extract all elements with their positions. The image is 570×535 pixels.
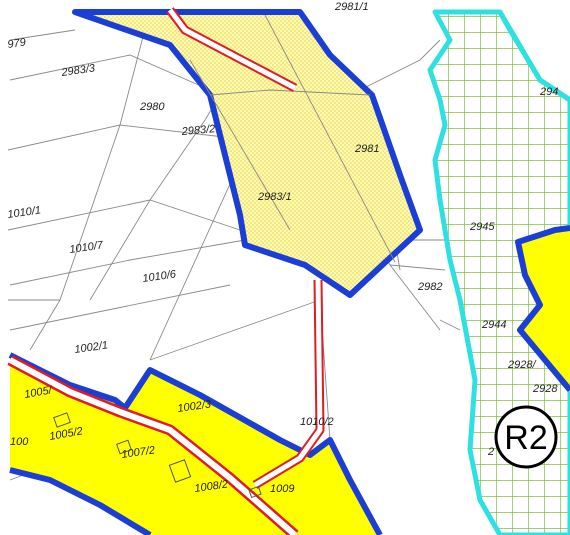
parcel-label: 2980: [139, 101, 165, 113]
building: [116, 439, 132, 455]
parcel-label: 1002/1: [74, 339, 109, 356]
parcel-label: 2981/1: [334, 1, 369, 13]
parcel-label: 1009: [270, 483, 294, 495]
parcel-label: 1010/6: [142, 268, 178, 285]
parcel-label: 1005/: [23, 384, 53, 401]
parcel-label: 2928: [532, 383, 558, 395]
parcel-label: 1010/2: [300, 416, 334, 428]
grid-zone-east-border-top: [497, 10, 570, 103]
parcel-label: 1005/2: [48, 425, 83, 443]
road-central: [252, 279, 325, 489]
parcel-labels: 2983/3 2980 2983/2 2981 2983/1 979 2981/…: [7, 1, 559, 495]
parcel-label: 1010/1: [7, 204, 42, 221]
parcel-label: 2983/1: [257, 191, 292, 203]
building: [248, 485, 262, 499]
yellow-zone-east: [518, 228, 570, 390]
road-southwest: [7, 355, 299, 535]
zone-marker-r2[interactable]: R2: [494, 405, 558, 469]
parcel-label: 1007/2: [121, 444, 156, 461]
parcel-label: 2983/3: [60, 62, 97, 79]
parcel-label: 1008/2: [194, 478, 229, 495]
parcel-label: 1010/7: [69, 239, 105, 256]
zone-marker-circle: [494, 405, 558, 469]
parcel-label: 100: [10, 436, 29, 448]
building: [53, 412, 71, 428]
road-north: [166, 7, 298, 92]
parcel-label: 1002/3: [177, 398, 213, 415]
dotted-zone-parcel-lines: [189, 14, 396, 263]
zone-marker-label: R2: [504, 419, 547, 457]
building: [168, 459, 192, 483]
building-outlines: [53, 412, 262, 499]
parcel-label: 2982: [417, 281, 442, 293]
parcel-label: 2: [487, 446, 494, 458]
yellow-zone-east-border: [515, 225, 570, 392]
parcel-label: 294: [539, 86, 558, 98]
parcel-label: 2944: [481, 319, 506, 331]
yellow-zone-southwest-border: [8, 352, 383, 535]
parcel-label: 2983/2: [180, 123, 216, 138]
parcel-label: 979: [7, 37, 27, 51]
parcel-label: 2981: [354, 143, 379, 155]
parcel-label: 2928/: [507, 359, 536, 371]
parcel-label: 2945: [469, 221, 495, 233]
